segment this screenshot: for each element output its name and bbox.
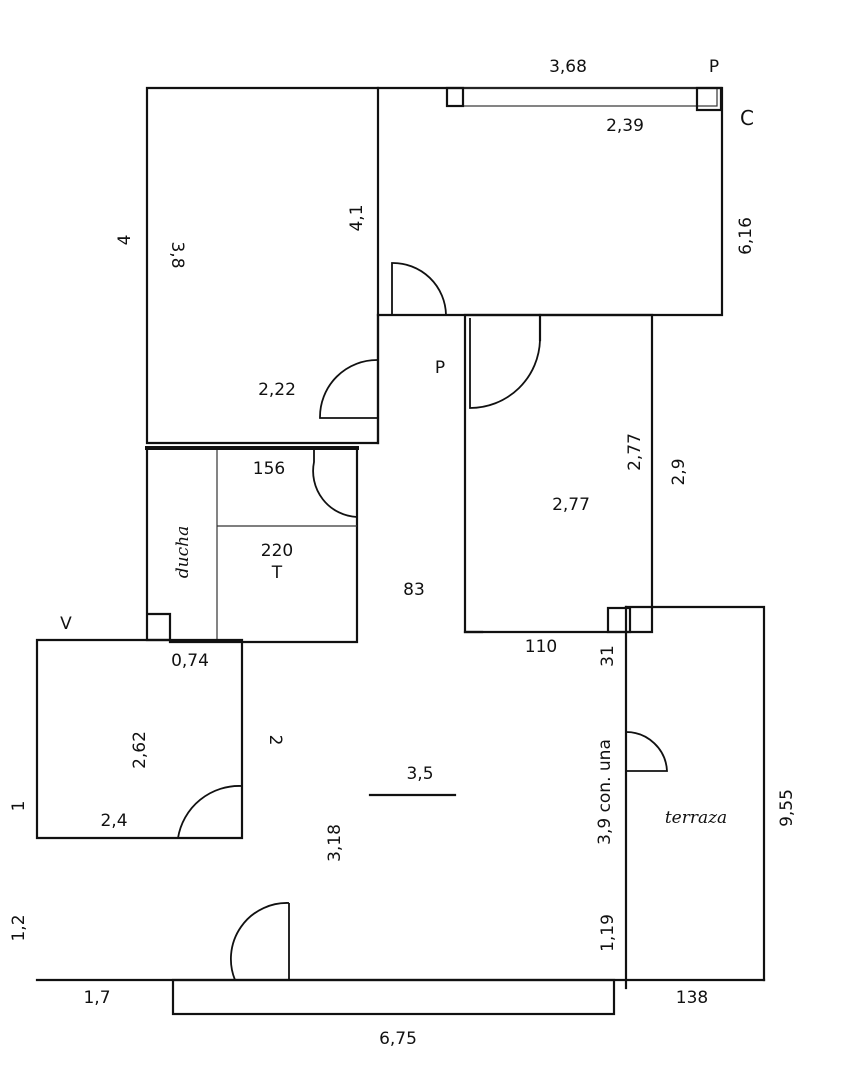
- label-room1-width: 2,22: [258, 380, 296, 400]
- room2-walls: [376, 86, 724, 317]
- terrace-walls: [624, 605, 766, 982]
- column-room3: [606, 606, 632, 634]
- label-small-room-side: 2: [265, 735, 285, 746]
- label-hall-width: 83: [403, 580, 425, 600]
- label-room1-wall: 4,1: [347, 204, 367, 231]
- label-bath-width: 156: [253, 459, 285, 479]
- label-c: C: [740, 106, 754, 130]
- label-bottom-left: 1,7: [83, 988, 110, 1008]
- door-terrace: [625, 731, 668, 772]
- label-terrace-height: 9,55: [777, 789, 797, 827]
- label-left-bottom: 1,2: [9, 914, 29, 941]
- column-top-right: [695, 86, 723, 112]
- label-left-small: 1: [9, 801, 29, 812]
- label-living-height: 3,18: [325, 824, 345, 862]
- bath-right-wall: [168, 446, 359, 644]
- label-terrace: terraza: [665, 808, 727, 828]
- doors: [176, 262, 668, 981]
- room3-walls: [463, 313, 654, 634]
- label-room1-height: 3,8: [167, 241, 187, 268]
- label-bath-height: 220: [261, 541, 293, 561]
- label-partition-top: 31: [598, 645, 618, 667]
- label-small-room-height: 2,62: [130, 731, 150, 769]
- label-p-hall: P: [435, 358, 445, 378]
- window-top: [446, 87, 718, 107]
- door-room3: [469, 318, 541, 409]
- label-shower: ducha: [173, 526, 193, 578]
- door-bath: [312, 450, 358, 518]
- bath-walls: [145, 446, 172, 642]
- walls: [35, 86, 766, 1016]
- label-v: V: [60, 614, 72, 634]
- label-living-width: 3,5: [406, 764, 433, 784]
- door-small-room: [176, 785, 243, 839]
- label-left-total: 4: [115, 235, 135, 246]
- label-right-height-room: 6,16: [736, 217, 756, 255]
- labels: 3,68 P C 2,39 6,16 4 3,8 4,1 2,22 P 156 …: [9, 57, 797, 1049]
- column-top-left: [445, 86, 465, 108]
- label-room3-outer: 2,9: [669, 458, 689, 485]
- label-top-width: 3,68: [549, 57, 587, 77]
- label-room3-bottom: 110: [525, 637, 557, 657]
- label-partition-note: 3,9 con. una: [595, 739, 615, 845]
- door-room1: [319, 359, 379, 419]
- label-room3-area: 2,77: [552, 495, 590, 515]
- label-toilet: T: [271, 563, 283, 583]
- label-terrace-width: 138: [676, 988, 708, 1008]
- label-p-top: P: [709, 57, 719, 77]
- bottom-balcony: [171, 978, 616, 1016]
- label-inner-top-width: 2,39: [606, 116, 644, 136]
- label-small-room-width: 2,4: [100, 811, 127, 831]
- label-nook-width: 0,74: [171, 651, 209, 671]
- label-room3-side: 2,77: [625, 433, 645, 471]
- door-entrance: [230, 902, 290, 981]
- door-room2: [391, 262, 447, 316]
- label-partition-bottom: 1,19: [598, 914, 618, 952]
- label-bottom-total: 6,75: [379, 1029, 417, 1049]
